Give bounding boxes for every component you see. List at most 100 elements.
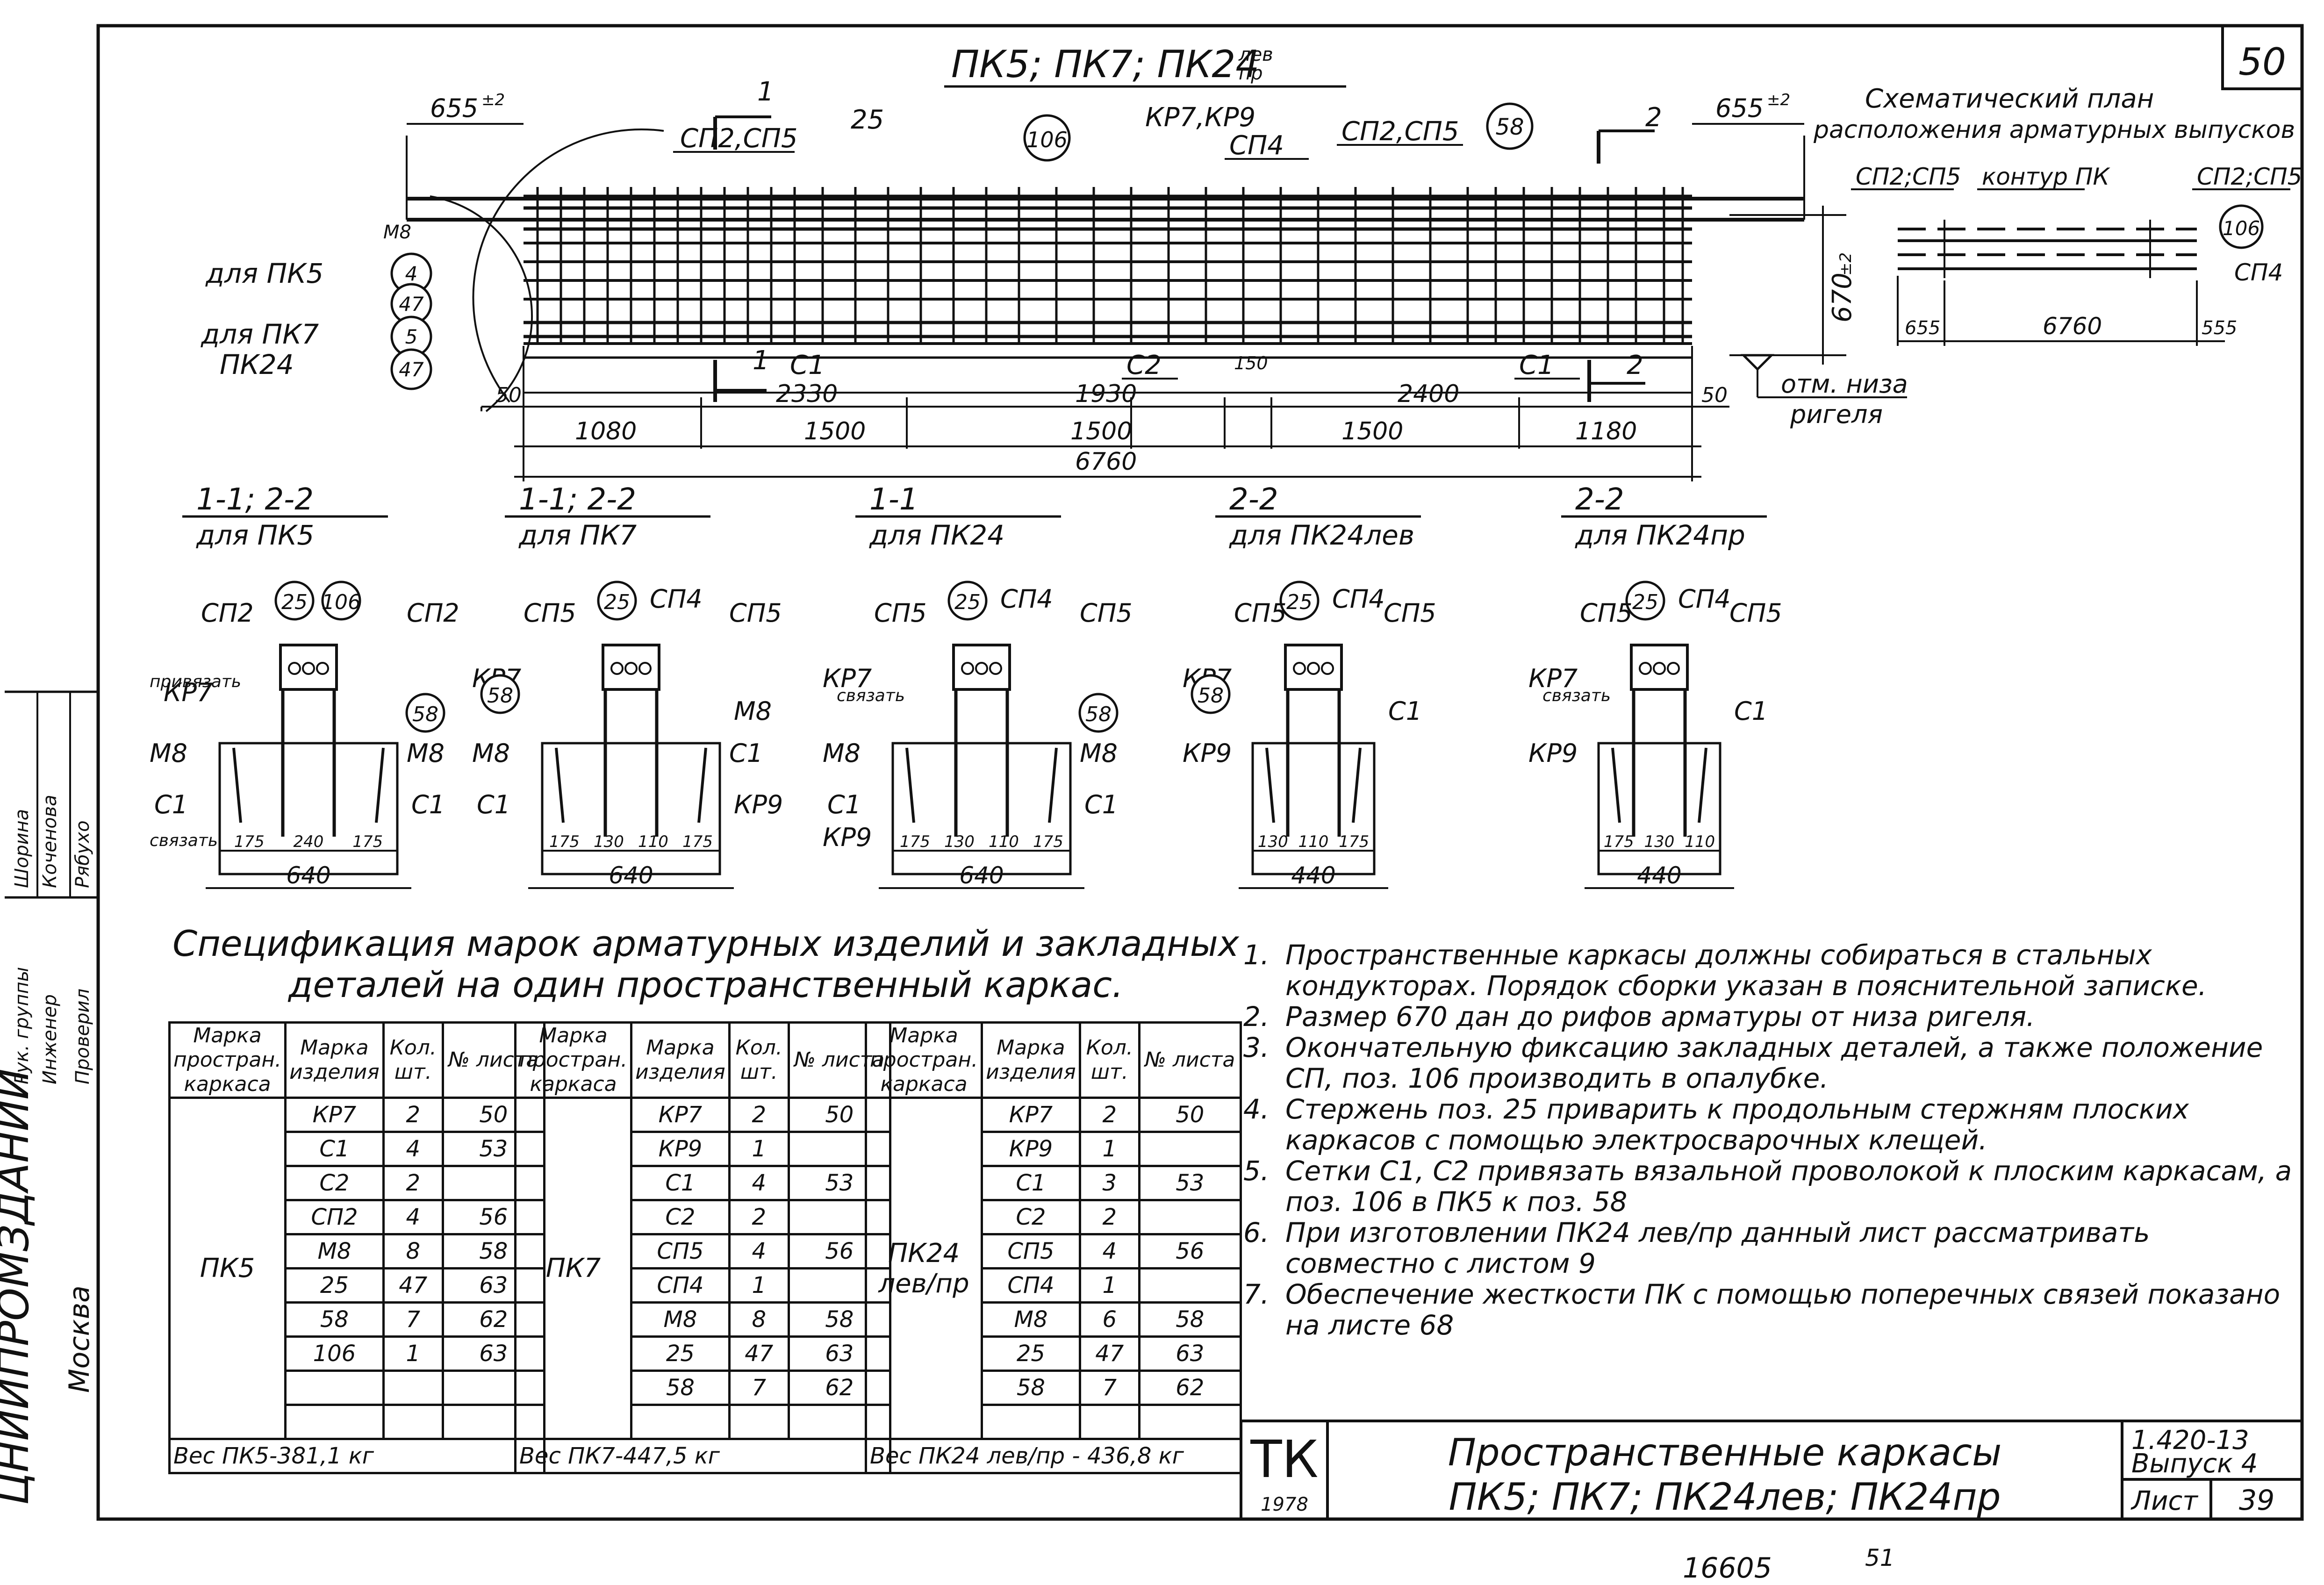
svg-text:150: 150 (1234, 353, 1268, 373)
svg-text:Рябухо: Рябухо (72, 820, 93, 888)
section-mark: СП5 (729, 598, 782, 628)
spec-cell: КР7 (981, 1097, 1081, 1133)
svg-text:Выпуск 4: Выпуск 4 (2131, 1449, 2258, 1479)
spec-cell: 3 (1078, 1165, 1140, 1201)
svg-text:1930: 1930 (1075, 380, 1137, 408)
spec-cell (630, 1404, 731, 1440)
note-number: 5. (1243, 1155, 1270, 1187)
note-number: 4. (1243, 1093, 1270, 1125)
spec-cell: 62 (1138, 1370, 1242, 1406)
svg-text:2400: 2400 (1398, 380, 1459, 408)
spec-cell: 2 (728, 1097, 790, 1133)
spec-header: Марка простран. каркаса (168, 1021, 287, 1099)
svg-text:С1: С1 (790, 350, 825, 380)
spec-cell: 1 (1078, 1267, 1140, 1304)
section-mark: СП4 (1000, 584, 1053, 614)
label-sp2-sp5-left: СП2,СП5 (680, 123, 797, 154)
section-dim: 130 (1644, 832, 1675, 851)
side-stamp: ЦНИИПРОМЗДАНИЙ Москва Рук. группы Инжене… (0, 690, 98, 1505)
svg-text:655: 655 (1715, 93, 1764, 123)
spec-cell: КР9 (981, 1131, 1081, 1167)
spec-cell: 1 (728, 1131, 790, 1167)
spec-cell: СП2 (284, 1199, 385, 1235)
spec-header: Марка изделия (284, 1021, 385, 1099)
section-mark: СП2 (201, 598, 254, 628)
spec-cell: КР7 (284, 1097, 385, 1133)
section-mark: СП5 (874, 598, 927, 628)
spec-header: Кол. шт. (382, 1021, 444, 1099)
spec-cell: 25 (981, 1335, 1081, 1372)
section-dim: 110 (638, 832, 668, 851)
svg-text:670: 670 (1827, 273, 1858, 323)
section-mark: КР9 (1528, 739, 1578, 768)
spec-cell (1138, 1131, 1242, 1167)
svg-text:для ПК5: для ПК5 (205, 258, 323, 289)
spec-cell: 50 (1138, 1097, 1242, 1133)
spec-cell: С1 (981, 1165, 1081, 1201)
spec-header: Марка изделия (630, 1021, 731, 1099)
spec-cell: 47 (728, 1335, 790, 1372)
section-mark: 25 (1286, 590, 1313, 614)
svg-text:6760: 6760 (1075, 448, 1137, 476)
section-mark: СП5 (1729, 598, 1782, 628)
note-item: 6.При изготовлении ПК24 лев/пр данный ли… (1243, 1217, 2300, 1279)
spec-cell: 1 (728, 1267, 790, 1304)
svg-text:контур ПК: контур ПК (1982, 163, 2110, 190)
frame-mark: ПК24 лев/пр (864, 1097, 983, 1440)
svg-text:±2: ±2 (481, 91, 505, 109)
spec-cell: 58 (1138, 1301, 1242, 1338)
section-title: 1-1; 2-2 (519, 482, 636, 517)
label-sp2-sp5-right: СП2,СП5 (1341, 116, 1459, 147)
spec-cell (284, 1370, 385, 1406)
page-number: 50 (2238, 40, 2286, 84)
section-mark: С1 (729, 739, 763, 768)
section-mark: 58 (487, 684, 513, 708)
spec-cell (728, 1404, 790, 1440)
section-mark: КР9 (1183, 739, 1232, 768)
section-mark: М8 (150, 739, 187, 768)
note-number: 3. (1243, 1032, 1270, 1063)
main-title: ПК5; ПК7; ПК24 (951, 43, 1259, 86)
section-mark: 25 (954, 590, 981, 614)
section-mark: связать (150, 831, 218, 850)
svg-text:1500: 1500 (1341, 417, 1403, 445)
spec-cell: 106 (284, 1335, 385, 1372)
spec-cell: М8 (981, 1301, 1081, 1338)
frame-mark: ПК5 (168, 1097, 287, 1440)
section-dim: 175 (1339, 832, 1369, 851)
section-dim: 130 (1258, 832, 1288, 851)
svg-text:2330: 2330 (776, 380, 838, 408)
section-mark: 25 (604, 590, 630, 614)
svg-text:47: 47 (399, 358, 424, 381)
svg-text:СП2;СП5: СП2;СП5 (1856, 163, 1961, 190)
spec-cell: СП4 (981, 1267, 1081, 1304)
spec-title: Спецификация марок арматурных изделий и … (172, 923, 1239, 1005)
svg-text:СП4: СП4 (1229, 130, 1284, 161)
spec-cell: 7 (728, 1370, 790, 1406)
spec-cell: 2 (1078, 1199, 1140, 1235)
section-mark: КР7 (1528, 664, 1578, 693)
svg-text:ПК24: ПК24 (220, 349, 294, 380)
section-mark: М8 (472, 739, 510, 768)
section-mark: СП5 (1234, 598, 1287, 628)
spec-header: Кол. шт. (1078, 1021, 1140, 1099)
section-dim: 110 (1298, 832, 1329, 851)
spec-cell: 25 (284, 1267, 385, 1304)
svg-text:ригеля: ригеля (1790, 400, 1883, 429)
series-code: 1.420-13 (2131, 1425, 2249, 1456)
svg-text:655: 655 (430, 93, 478, 123)
section-subtitle: для ПК24пр (1575, 519, 1745, 551)
svg-text:50: 50 (495, 383, 522, 407)
cage-elevation (406, 128, 1805, 412)
section-dim: 175 (352, 832, 383, 851)
